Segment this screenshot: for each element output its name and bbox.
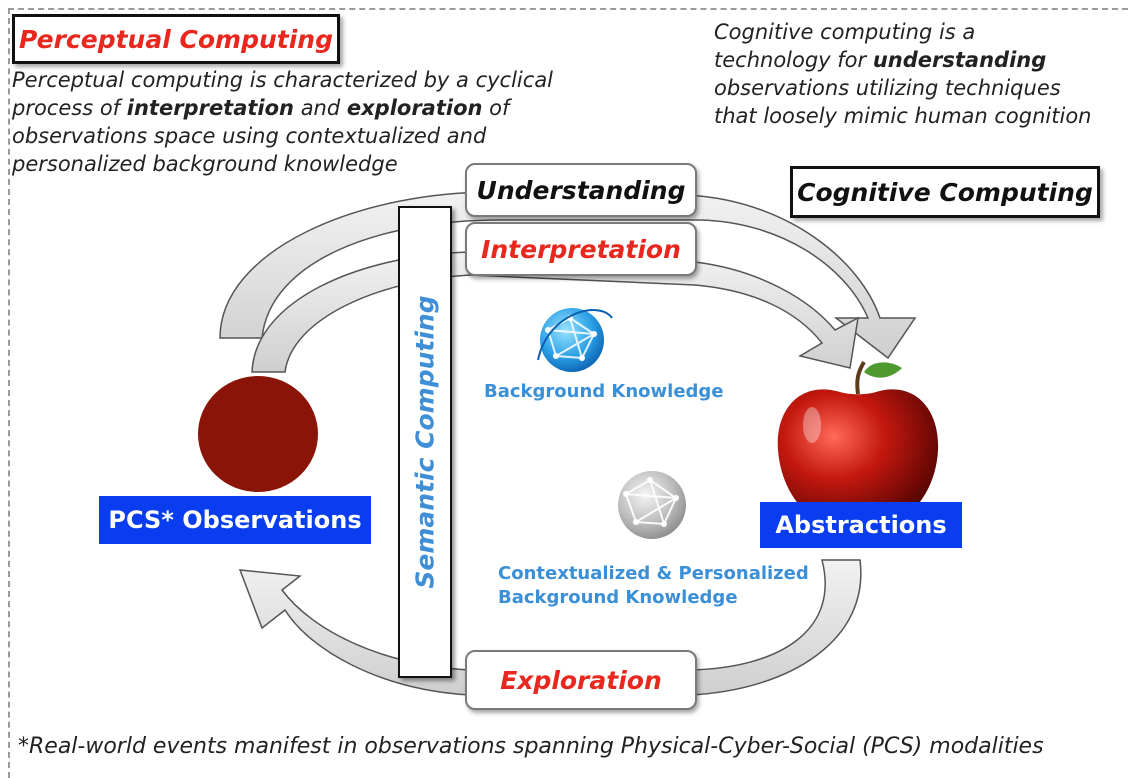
pcs-observations-label: PCS* Observations bbox=[99, 496, 371, 544]
perceptual-desc-text: and bbox=[294, 96, 347, 120]
perceptual-desc-emphasis-interpretation: interpretation bbox=[126, 96, 295, 120]
cognitive-computing-title: Cognitive Computing bbox=[790, 166, 1100, 218]
globe-grey-icon bbox=[618, 471, 686, 539]
cognitive-description: Cognitive computing is a technology for … bbox=[714, 18, 1124, 130]
observation-ball bbox=[198, 376, 318, 492]
contextualized-knowledge-line-2: Background Knowledge bbox=[498, 587, 738, 608]
background-knowledge-label: Background Knowledge bbox=[484, 381, 724, 402]
cognitive-desc-line-4: that loosely mimic human cognition bbox=[714, 104, 1092, 128]
perceptual-desc-line-4: personalized background knowledge bbox=[12, 152, 398, 176]
cognitive-desc-text: technology for bbox=[714, 48, 873, 72]
exploration-arc-arrow bbox=[238, 559, 862, 696]
frame-left-border bbox=[8, 8, 10, 778]
globe-blue-icon bbox=[537, 308, 613, 372]
perceptual-description: Perceptual computing is characterized by… bbox=[12, 66, 612, 178]
perceptual-computing-title: Perceptual Computing bbox=[12, 14, 340, 64]
contextualized-knowledge-line-1: Contextualized & Personalized bbox=[498, 563, 809, 584]
exploration-box: Exploration bbox=[465, 650, 697, 710]
semantic-computing-label: Semantic Computing bbox=[410, 295, 440, 589]
frame-top-border bbox=[8, 8, 1128, 10]
cognitive-desc-emphasis-understanding: understanding bbox=[872, 48, 1047, 72]
perceptual-desc-emphasis-exploration: exploration bbox=[346, 96, 483, 120]
cognitive-desc-line-3: observations utilizing techniques bbox=[714, 76, 1061, 100]
interpretation-box: Interpretation bbox=[465, 222, 697, 276]
perceptual-desc-line-3: observations space using contextualized … bbox=[12, 124, 487, 148]
contextualized-knowledge-label: Contextualized & Personalized Background… bbox=[498, 562, 809, 610]
abstractions-label: Abstractions bbox=[760, 502, 962, 548]
understanding-arc-arrow bbox=[219, 191, 917, 360]
cognitive-desc-line-1: Cognitive computing is a bbox=[714, 20, 976, 44]
footnote: *Real-world events manifest in observati… bbox=[18, 734, 1044, 759]
perceptual-desc-text: of bbox=[482, 96, 510, 120]
perceptual-desc-line-1: Perceptual computing is characterized by… bbox=[12, 68, 554, 92]
perceptual-desc-line-2: process of interpretation and exploratio… bbox=[12, 94, 612, 122]
semantic-computing-bar: Semantic Computing bbox=[398, 206, 452, 678]
cognitive-desc-line-2: technology for understanding bbox=[714, 46, 1124, 74]
apple-icon bbox=[777, 360, 939, 525]
perceptual-desc-text: process of bbox=[12, 96, 127, 120]
understanding-box: Understanding bbox=[465, 163, 697, 217]
